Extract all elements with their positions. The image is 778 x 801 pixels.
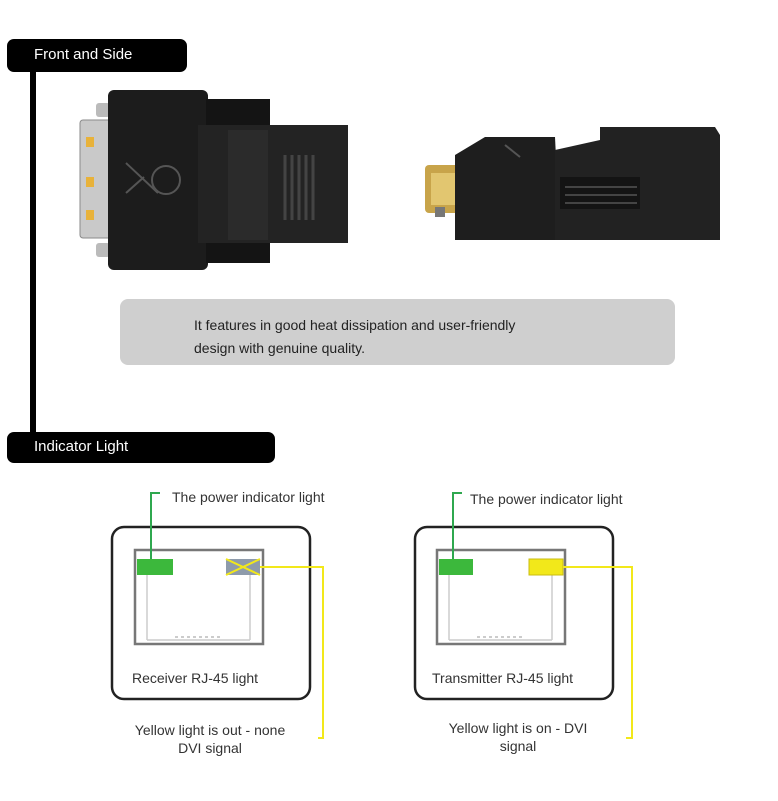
indicator-diagrams [110,492,633,739]
receiver-jack-label: Receiver RJ-45 light [132,670,259,686]
receiver-signal-pointer [260,566,324,739]
transmitter-power-led [439,559,473,575]
transmitter-signal-pointer [563,566,633,739]
section-title-front-and-side: Front and Side [7,39,187,72]
adapter-side-image [425,127,720,240]
section-title-indicator-light: Indicator Light [7,432,275,463]
receiver-power-label: The power indicator light [172,489,325,505]
transmitter-signal-caption: Yellow light is on - DVI signal [418,719,618,755]
receiver-power-led [137,559,173,575]
transmitter-jack-label: Transmitter RJ-45 light [432,670,574,686]
feature-description-line-1: It features in good heat dissipation and… [194,317,516,333]
transmitter-power-pointer [452,492,462,559]
receiver-signal-caption: Yellow light is out - none DVI signal [110,721,310,757]
receiver-caption-line-1: Yellow light is out - none [134,722,286,738]
transmitter-caption-line-2: signal [499,738,537,754]
receiver-power-pointer [150,492,160,559]
transmitter-caption-line-1: Yellow light is on - DVI [448,720,588,736]
section-connector-line [30,58,36,450]
receiver-diagram [110,492,324,739]
adapter-front-image [79,90,348,270]
transmitter-signal-led-on [528,558,564,576]
receiver-caption-line-2: DVI signal [178,740,242,756]
transmitter-diagram [413,492,633,739]
feature-description-box: It features in good heat dissipation and… [120,299,675,365]
feature-description-line-2: design with genuine quality. [194,340,365,356]
transmitter-power-label: The power indicator light [470,491,623,507]
